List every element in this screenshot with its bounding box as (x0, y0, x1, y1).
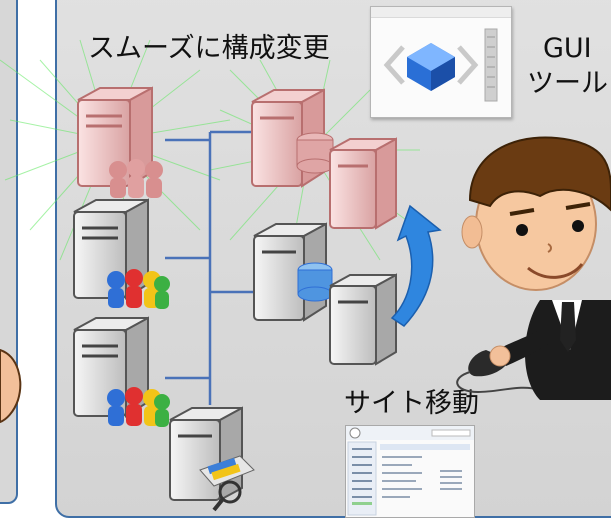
gui-window-content (383, 28, 498, 102)
smooth-reconfig-label: スムーズに構成変更 (88, 33, 330, 64)
server-group-icon (73, 198, 170, 309)
server-db-icon (253, 222, 333, 322)
server-db-red-icon (251, 88, 334, 188)
curved-arrow-icon (390, 204, 442, 327)
gui-window-titlebar (371, 7, 511, 18)
server-group-icon (73, 316, 170, 427)
server-red-icon (329, 137, 397, 230)
site-move-label: サイト移動 (344, 388, 479, 419)
cube-icon (407, 43, 455, 91)
file-server-search-icon (169, 406, 255, 512)
gui-tool-window[interactable] (370, 6, 512, 118)
tool-label: ツール (527, 68, 608, 99)
server-cluster-red-icon (77, 86, 163, 198)
mini-app-window[interactable] (345, 425, 475, 518)
gui-label: GUI (543, 33, 592, 64)
partial-character-icon (0, 348, 22, 424)
server-icon (329, 273, 397, 366)
mini-window-content (346, 426, 474, 516)
